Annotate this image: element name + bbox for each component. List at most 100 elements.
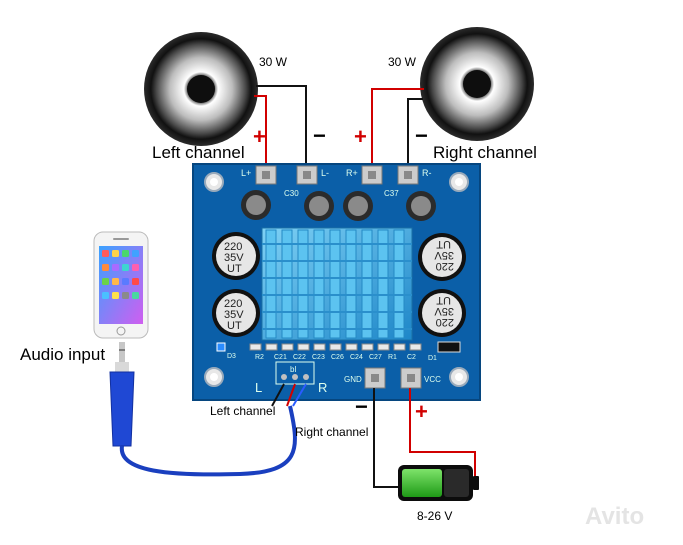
cap-text-bl-35v: 35V: [224, 309, 244, 321]
smd-component: [265, 343, 278, 351]
terminal-left-minus: [296, 165, 318, 185]
smartphone-icon: [93, 231, 149, 339]
app-icon: [102, 264, 109, 271]
silkscreen-label: C22: [293, 354, 306, 361]
cap-text-br-ut: UT: [436, 294, 451, 306]
smd-component: [409, 343, 422, 351]
silkscreen-label: R1: [388, 354, 397, 361]
right-minus-sign: −: [415, 123, 428, 148]
heatsink-fin: [297, 229, 309, 339]
label-audio-l: L: [255, 380, 262, 395]
left-speaker-power: 30 W: [259, 55, 288, 69]
terminal-right-plus: [361, 165, 383, 185]
smd-component: [345, 343, 358, 351]
right-channel-label: Right channel: [433, 143, 537, 162]
cap-text-bl-220: 220: [224, 298, 242, 310]
silkscreen-label: C23: [312, 354, 325, 361]
electrolytic-capacitor-tr: [418, 233, 466, 281]
left-channel-input-label: Left channel: [210, 404, 276, 418]
heatsink-fin: [361, 229, 373, 339]
audio-left-wire: [286, 383, 296, 407]
silkscreen-label: C2: [407, 354, 416, 361]
right-positive-wire: [371, 88, 424, 178]
silkscreen-label: C24: [350, 354, 363, 361]
smd-component: [249, 343, 262, 351]
app-icon: [102, 250, 109, 257]
silkscreen-labels: R2 C21 C22 C23 C26 C24 C27 R1 C2: [255, 354, 416, 361]
app-icon: [132, 250, 139, 257]
left-channel-label: Left channel: [152, 143, 245, 162]
label-d1: D1: [428, 355, 437, 362]
heatsink-fin: [393, 229, 405, 339]
label-gnd: GND: [344, 375, 362, 384]
app-icon: [122, 264, 129, 271]
audio-cable: [119, 405, 297, 477]
label-r-plus: R+: [346, 168, 358, 178]
app-icon: [132, 264, 139, 271]
right-speaker-power: 30 W: [388, 55, 417, 69]
gnd-minus-sign: −: [355, 394, 368, 419]
heatsink-fin: [265, 229, 277, 339]
cap-text-tr-220: 220: [436, 260, 454, 272]
top-capacitors: [241, 190, 436, 221]
label-vcc: VCC: [424, 375, 441, 384]
label-audio-bl: bl: [290, 365, 296, 374]
heatsink-fin: [313, 229, 325, 339]
smd-component: [377, 343, 390, 351]
right-channel-input-label: Right channel: [295, 425, 369, 439]
supply-voltage-label: 8-26 V: [417, 509, 453, 523]
label-l-plus: L+: [241, 168, 251, 178]
vcc-plus-sign: +: [415, 399, 428, 424]
audio-jack-plug-icon: [109, 342, 135, 447]
left-speaker-icon: [144, 32, 258, 146]
smd-component: [361, 343, 374, 351]
silkscreen-label: C26: [331, 354, 344, 361]
heatsink-fins: [262, 229, 412, 339]
cap-text-br-35v: 35V: [434, 305, 454, 317]
app-icon: [132, 278, 139, 285]
terminal-right-minus: [397, 165, 419, 185]
app-icon: [112, 292, 119, 299]
right-plus-sign: +: [354, 124, 367, 149]
terminal-vcc: [400, 367, 422, 389]
app-icon: [122, 250, 129, 257]
cap-text-tl-35v: 35V: [224, 252, 244, 264]
right-negative-wire: [407, 98, 423, 178]
silkscreen-label: C21: [274, 354, 287, 361]
led-indicator: [216, 342, 226, 352]
electrolytic-capacitor-tl: [212, 232, 260, 280]
smd-component: [313, 343, 326, 351]
heatsink-fin: [345, 229, 357, 339]
diode-d1: [437, 341, 461, 353]
app-icon: [122, 292, 129, 299]
app-icon: [112, 278, 119, 285]
heatsink-fin: [329, 229, 341, 339]
label-c30: C30: [284, 189, 299, 198]
app-icon: [102, 278, 109, 285]
audio-input-label: Audio input: [20, 345, 106, 364]
heatsink-fin: [281, 229, 293, 339]
cap-text-tl-220: 220: [224, 241, 242, 253]
smd-component: [393, 343, 406, 351]
cap-text-tl-ut: UT: [227, 263, 242, 275]
left-negative-wire: [256, 85, 307, 178]
smd-component-row: [249, 343, 422, 351]
app-icon: [112, 264, 119, 271]
audio-ground-wire: [271, 383, 285, 407]
left-plus-sign: +: [253, 124, 266, 149]
left-minus-sign: −: [313, 123, 326, 148]
smd-component: [329, 343, 342, 351]
cap-text-tr-ut: UT: [436, 238, 451, 250]
app-icon: [102, 292, 109, 299]
label-r-minus: R-: [422, 168, 432, 178]
phone-app-icons: [102, 250, 139, 299]
terminal-gnd: [364, 367, 386, 389]
amplifier-board: L+ L- R+ R- C30 C37 220 35V UT 220 35V U…: [192, 163, 481, 401]
silkscreen-label: R2: [255, 354, 264, 361]
audio-right-wire: [292, 383, 307, 407]
label-d3: D3: [227, 353, 236, 360]
silkscreen-label: C27: [369, 354, 382, 361]
left-positive-wire: [254, 95, 267, 178]
